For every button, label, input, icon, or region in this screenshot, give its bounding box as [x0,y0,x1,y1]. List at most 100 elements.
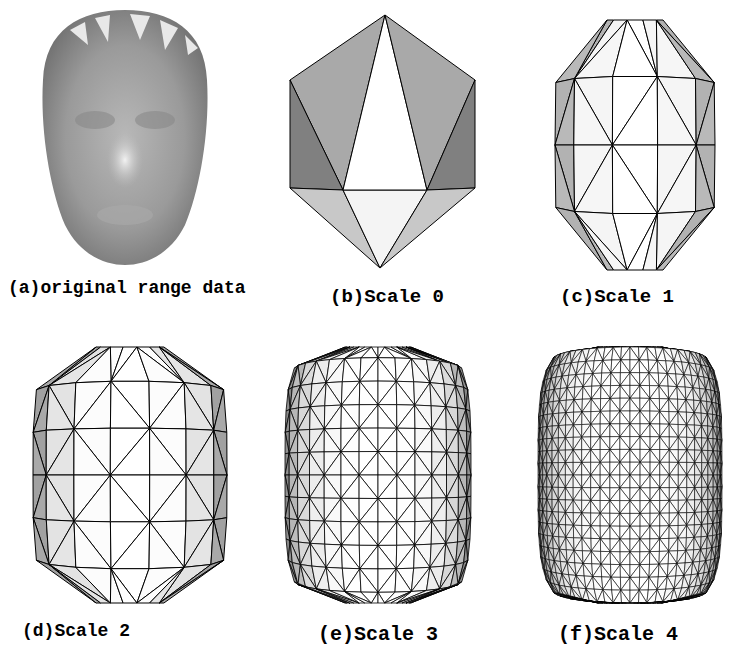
mesh-triangle [559,388,567,401]
mesh-triangle [558,426,565,438]
mesh-triangle [717,439,720,451]
mesh-triangle [610,424,620,437]
mesh-triangle [214,475,227,520]
mesh-triangle [566,537,574,550]
mesh-triangle [720,498,722,510]
mesh-triangle [543,499,547,511]
mesh-triangle [650,398,660,411]
mesh-triangle [640,424,650,437]
mesh-triangle [678,525,687,538]
mesh-triangle [458,560,468,584]
mesh-triangle [695,450,702,462]
mesh-triangle [46,475,74,521]
mesh-triangle [559,537,566,550]
mesh-triangle [678,437,687,450]
mesh-triangle [553,549,559,561]
mesh-triangle [467,431,471,453]
mesh-triangle [547,463,552,475]
mesh-triangle [706,580,714,593]
mesh-triangle [669,399,678,412]
mesh-triangle [573,462,582,475]
mesh-triangle [610,539,620,552]
mesh-triangle [432,475,447,498]
mesh-triangle [432,521,447,544]
mesh-triangle [566,550,574,562]
mesh-triangle [601,564,611,577]
mesh-triangle [711,548,715,560]
mesh-triangle [593,360,603,373]
mesh-triangle [573,488,582,501]
mesh-triangle [707,536,712,548]
mesh-triangle [695,426,702,438]
mesh-triangle [708,451,713,463]
mesh-triangle [573,412,582,425]
mesh-triangle [33,475,46,520]
mesh-triangle [620,501,630,514]
mesh-triangle [415,452,432,475]
mesh-triangle [600,450,610,463]
mesh-triangle [620,398,630,411]
mesh-triangle [694,401,701,413]
mesh-triangle [678,425,686,438]
mesh-triangle [630,513,640,526]
mesh-triangle [660,500,670,513]
mesh-triangle [310,429,325,452]
mesh-triangle [415,383,432,406]
mesh-triangle [650,398,660,411]
mesh-triangle [610,424,620,437]
mesh-triangle [310,429,325,452]
mesh-triangle [610,462,620,475]
mesh-triangle [371,592,378,603]
mesh-triangle [660,513,669,526]
mesh-triangle [657,145,696,214]
mesh-triangle [648,577,657,590]
mesh-triangle [582,450,591,463]
mesh-triangle [660,424,669,437]
mesh-triangle [669,513,678,526]
mesh-triangle [687,500,695,513]
mesh-triangle [569,363,576,376]
mesh-triangle [446,430,458,453]
mesh-triangle [600,424,610,437]
mesh-triangle [289,430,298,453]
mesh-triangle [630,501,640,514]
mesh-triangle [640,564,650,577]
mesh-triangle [662,591,707,603]
mesh-triangle [447,475,459,498]
mesh-triangle [600,501,610,514]
mesh-triangle [558,450,565,462]
mesh-triangle [610,385,620,398]
mesh-triangle [396,359,414,382]
mesh-triangle [574,400,582,413]
mesh-triangle [600,488,610,501]
mesh-triangle [678,425,686,438]
mesh-triangle [640,552,650,565]
mesh-triangle [397,405,415,429]
mesh-scale-1 [555,20,715,270]
mesh-triangle [713,451,717,463]
mesh-triangle [359,545,378,568]
mesh-triangle [573,488,582,501]
mesh-triangle [620,539,630,552]
mesh-triangle [611,577,621,590]
mesh-triangle [640,398,650,411]
mesh-triangle [713,559,716,571]
mesh-triangle [359,498,378,521]
mesh-triangle [565,351,572,363]
mesh-triangle [687,475,695,488]
mesh-triangle [324,452,341,475]
mesh-triangle [540,439,543,451]
mesh-triangle [582,450,591,463]
mesh-triangle [694,537,701,550]
mesh-triangle [678,488,687,501]
mesh-triangle [686,400,694,413]
mesh-triangle [559,400,566,413]
mesh-triangle [610,501,620,514]
mesh-triangle [650,475,660,488]
mesh-triangle [558,475,565,488]
mesh-triangle [649,564,659,577]
mesh-triangle [649,373,659,386]
mesh-triangle [582,412,591,425]
mesh-triangle [685,387,693,400]
mesh-triangle [591,424,600,437]
